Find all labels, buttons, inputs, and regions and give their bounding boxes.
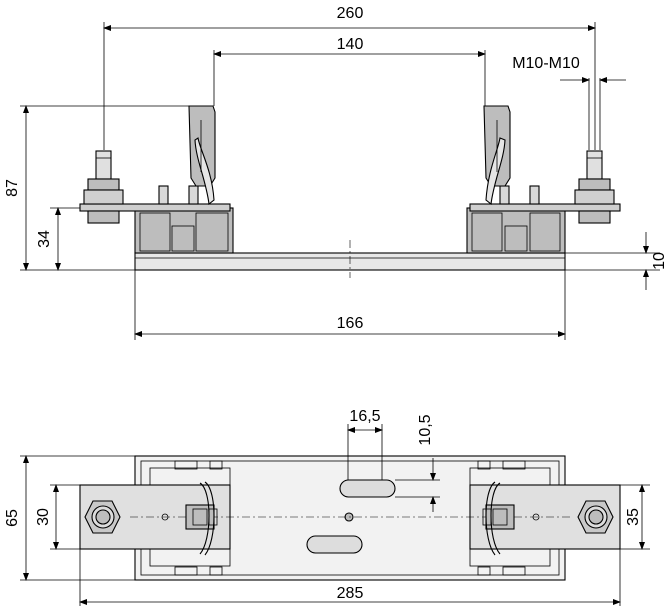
dim-top-overall-length: 285 (337, 585, 364, 602)
top-slot-lower (306, 535, 363, 554)
top-left-clip (185, 481, 218, 556)
front-left-contact-clip (188, 105, 216, 206)
top-right-clip (482, 481, 515, 556)
dim-front-base-width: 166 (337, 315, 364, 332)
front-right-insulator (466, 207, 566, 254)
dim-front-thread: M10-M10 (512, 55, 580, 72)
dim-top-slot-width: 16,5 (349, 408, 380, 425)
top-left-nut (84, 500, 169, 534)
dim-front-base-thickness: 10 (651, 252, 668, 270)
dim-top-overall-height: 65 (4, 509, 21, 527)
dim-front-height: 87 (4, 179, 21, 197)
front-right-contact-clip (483, 105, 511, 206)
dim-top-slot-height: 10,5 (417, 414, 434, 445)
dim-top-plate-height-left: 30 (35, 508, 52, 526)
front-right-bolt (574, 150, 615, 224)
top-view: 16,5 10,5 65 30 35 285 (4, 408, 650, 606)
top-slot-upper (339, 479, 396, 498)
dim-front-terminal-height: 34 (36, 230, 53, 248)
dim-top-plate-height-right: 35 (625, 508, 642, 526)
dim-front-overall-width: 260 (337, 5, 364, 22)
front-right-terminal-plate (469, 203, 621, 212)
front-left-insulator (134, 207, 234, 254)
front-left-terminal-plate (79, 203, 231, 212)
front-left-bolt (83, 150, 124, 224)
top-right-nut (532, 500, 614, 534)
front-view: 260 140 M10-M10 87 34 10 166 (4, 5, 668, 340)
dim-front-inner-width: 140 (337, 36, 364, 53)
